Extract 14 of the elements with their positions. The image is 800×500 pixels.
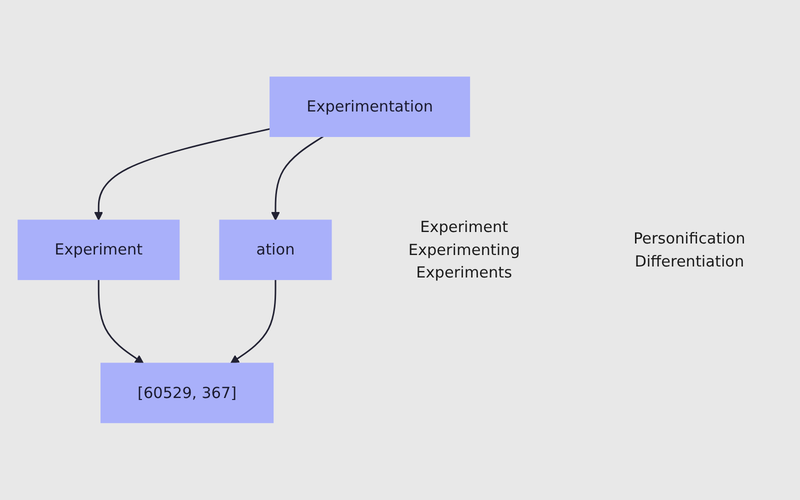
node-label: Experiments	[416, 263, 512, 282]
node-box	[100, 362, 274, 424]
node-label: Personification	[634, 229, 746, 248]
flowchart: Experimentation Experiment ation [60529, 367] Experiment Experimenting Experiments Personification Differentiation	[10, 69, 790, 431]
node-box	[219, 220, 332, 280]
node-box	[18, 220, 180, 280]
arrow	[230, 280, 276, 364]
arrow	[271, 136, 324, 221]
node-label: Experimenting	[408, 240, 520, 259]
arrow	[98, 280, 144, 364]
node-label: Experiment	[420, 218, 508, 236]
node-box	[270, 76, 470, 138]
node-label: Differentiation	[634, 252, 744, 270]
arrow	[94, 128, 270, 221]
